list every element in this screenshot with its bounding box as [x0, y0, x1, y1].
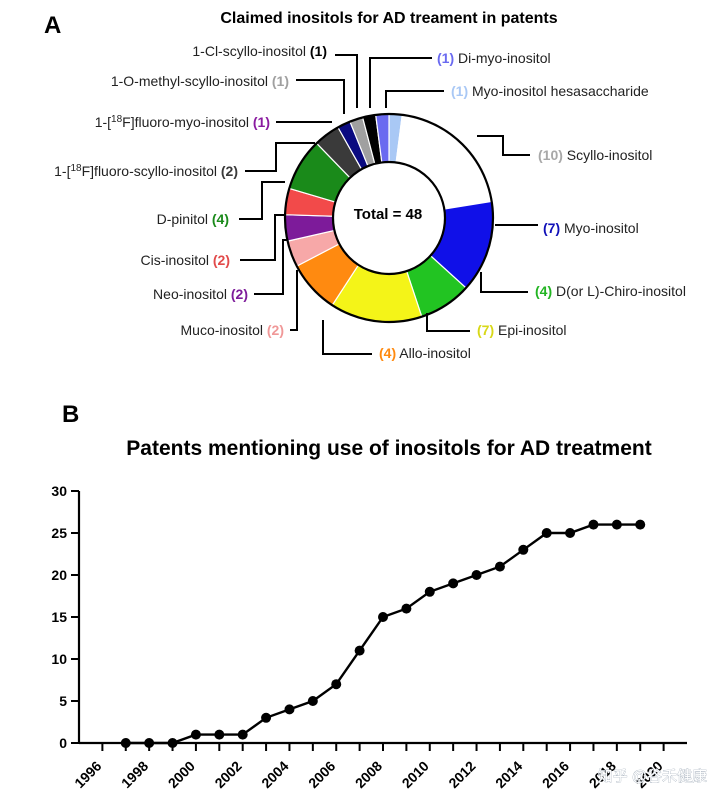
- donut-label-sc: (10) Scyllo-inositol: [538, 147, 652, 163]
- data-point-2007: [354, 645, 365, 656]
- y-tick-label-5: 5: [59, 693, 67, 709]
- panel-b-title: Patents mentioning use of inositols for …: [126, 437, 651, 460]
- donut-chart: [283, 112, 495, 324]
- data-point-2013: [494, 561, 505, 572]
- leader-line-dm: [369, 57, 432, 108]
- x-tick-label-2004: 2004: [258, 758, 291, 791]
- data-point-2004: [284, 704, 295, 715]
- donut-label-mh: (1) Myo-inositol hesasaccharide: [451, 83, 649, 99]
- donut-label-ch: (4) D(or L)-Chiro-inositol: [535, 283, 686, 299]
- donut-label-mu: Muco-inositol (2): [181, 322, 285, 338]
- leader-line-mh: [385, 90, 444, 108]
- data-point-2001: [214, 729, 225, 740]
- leader-line-cl: [335, 54, 358, 108]
- donut-label-ci: Cis-inositol (2): [141, 252, 230, 268]
- donut-labels: 1-Cl-scyllo-inositol (1) 1-O-methyl-scyll…: [54, 43, 686, 361]
- panel-a-title: Claimed inositols for AD treament in pat…: [220, 10, 557, 27]
- line-chart-series: [120, 519, 646, 748]
- data-point-1999: [167, 738, 178, 748]
- data-point-2010: [424, 586, 435, 597]
- y-tick-label-0: 0: [59, 735, 67, 751]
- x-tick-label-1998: 1998: [118, 758, 151, 791]
- watermark: 知乎 @谷禾健康: [598, 768, 707, 785]
- leader-line-ci: [240, 214, 286, 261]
- leader-line-mu: [290, 270, 298, 331]
- y-tick-label-10: 10: [51, 651, 67, 667]
- leader-line-ep: [426, 313, 470, 332]
- panel-a-letter: A: [44, 12, 61, 39]
- donut-inner-ring: [331, 160, 447, 276]
- data-point-2016: [565, 528, 576, 538]
- x-tick-label-2008: 2008: [352, 758, 385, 791]
- data-point-2017: [588, 519, 599, 530]
- x-tick-label-2010: 2010: [399, 758, 432, 791]
- panel-b-letter: B: [62, 401, 79, 428]
- donut-label-cl: 1-Cl-scyllo-inositol (1): [192, 43, 327, 59]
- leader-line-ch: [480, 272, 528, 293]
- data-point-2003: [261, 712, 272, 723]
- data-point-2018: [611, 519, 622, 530]
- data-point-2015: [541, 528, 552, 538]
- data-point-2014: [518, 544, 529, 555]
- x-tick-label-2014: 2014: [492, 758, 525, 791]
- x-tick-label-2012: 2012: [445, 758, 478, 791]
- data-point-2000: [190, 729, 201, 740]
- data-point-2008: [378, 612, 388, 622]
- donut-label-dp: D-pinitol (4): [157, 211, 229, 227]
- donut-label-ne: Neo-inositol (2): [153, 286, 248, 302]
- data-point-1998: [144, 738, 155, 748]
- leader-line-al: [322, 320, 372, 355]
- x-tick-label-2000: 2000: [165, 758, 198, 791]
- y-tick-label-20: 20: [51, 567, 67, 583]
- leader-line-sc: [477, 135, 530, 156]
- x-tick-label-2016: 2016: [539, 758, 572, 791]
- donut-outer-ring: [283, 112, 495, 324]
- donut-label-ffm: 1-[18F]fluoro-myo-inositol (1): [95, 114, 270, 131]
- donut-label-om: 1-O-methyl-scyllo-inositol (1): [111, 73, 289, 89]
- data-point-2009: [401, 603, 412, 614]
- data-point-2012: [471, 570, 482, 580]
- y-tick-label-15: 15: [51, 609, 67, 625]
- x-tick-label-2006: 2006: [305, 758, 338, 791]
- data-point-2011: [448, 578, 459, 589]
- donut-label-al: (4) Allo-inositol: [379, 345, 471, 361]
- donut-label-ep: (7) Epi-inositol: [477, 322, 567, 338]
- data-point-2019: [635, 519, 646, 530]
- data-point-2002: [237, 729, 248, 740]
- data-point-1997: [120, 738, 131, 748]
- donut-total-label: Total = 48: [354, 206, 423, 223]
- data-point-2006: [331, 679, 342, 690]
- leader-line-om: [296, 79, 345, 114]
- data-point-2005: [307, 696, 318, 706]
- donut-label-my: (7) Myo-inositol: [543, 220, 639, 236]
- leader-line-ne: [254, 239, 288, 295]
- leader-line-ffs: [245, 142, 315, 172]
- donut-label-ffs: 1-[18F]fluoro-scyllo-inositol (2): [54, 163, 238, 180]
- series-line: [125, 523, 641, 745]
- x-tick-label-1996: 1996: [71, 758, 104, 791]
- donut-label-dm: (1) Di-myo-inositol: [437, 50, 551, 66]
- leader-lines: [239, 54, 538, 355]
- leader-line-dp: [239, 181, 285, 220]
- x-tick-label-2002: 2002: [211, 758, 244, 791]
- y-tick-label-25: 25: [51, 525, 67, 541]
- y-tick-label-30: 30: [51, 483, 67, 499]
